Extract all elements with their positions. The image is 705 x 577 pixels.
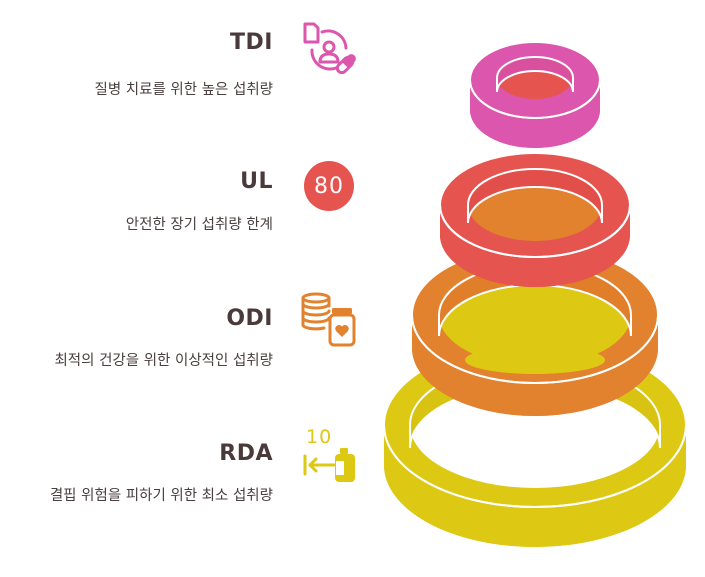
level-description: 안전한 장기 섭취량 한계 [125, 217, 273, 233]
level-name: TDI [230, 30, 273, 55]
level-description: 질병 치료를 위한 높은 섭취량 [94, 82, 273, 98]
ring-odi [411, 246, 659, 416]
coins-bottle-icon [301, 292, 356, 347]
level-name: ODI [226, 306, 273, 331]
value-10-label: 10 [306, 426, 333, 448]
ring-tdi [469, 41, 601, 148]
level-description: 최적의 건강을 위한 이상적인 섭취량 [54, 353, 273, 369]
level-description: 결핍 위험을 피하기 위한 최소 섭취량 [49, 488, 273, 504]
level-name: UL [240, 169, 273, 194]
ring-ul [439, 152, 631, 287]
level-name: RDA [219, 441, 273, 466]
level-ul: UL 안전한 장기 섭취량 한계 [126, 169, 273, 234]
patient-pill-icon [303, 22, 356, 75]
level-rda: RDA 결핍 위험을 피하기 위한 최소 섭취량 [50, 441, 273, 505]
level-odi: ODI 최적의 건강을 위한 이상적인 섭취량 [54, 306, 273, 370]
badge-80-icon: 80 [304, 161, 354, 211]
arrow-bottle-icon [303, 448, 355, 482]
level-tdi: TDI 질병 치료를 위한 높은 섭취량 [94, 30, 273, 99]
